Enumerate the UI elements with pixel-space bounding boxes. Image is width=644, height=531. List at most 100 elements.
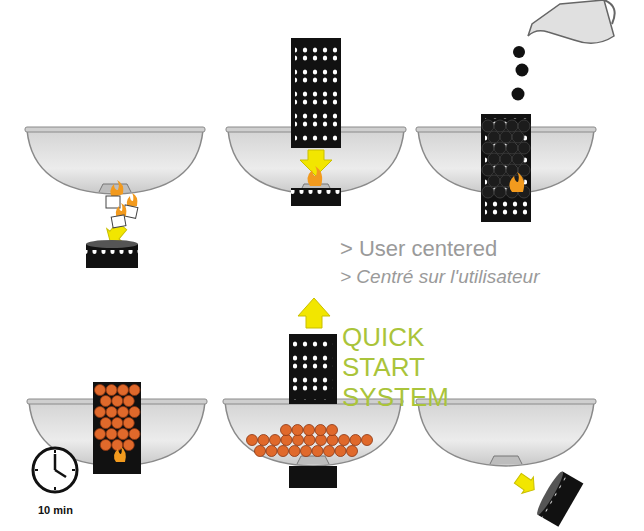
art-shape — [516, 64, 529, 77]
art-shape — [295, 46, 337, 142]
art-shape — [482, 142, 494, 154]
spread-briquettes — [247, 425, 373, 457]
art-shape — [112, 440, 123, 451]
art-shape — [111, 215, 126, 228]
art-shape — [72, 469, 75, 471]
art-shape — [312, 446, 323, 457]
art-shape — [513, 46, 525, 58]
art-shape — [118, 385, 129, 396]
removed-base — [534, 469, 583, 526]
art-shape — [114, 446, 126, 462]
art-shape — [509, 172, 524, 192]
art-shape — [100, 440, 111, 451]
art-shape — [289, 470, 337, 484]
art-shape — [512, 88, 525, 101]
panel-six — [512, 469, 583, 526]
art-shape — [270, 435, 281, 446]
art-shape — [100, 396, 111, 407]
art-shape — [278, 446, 289, 457]
lit-briquettes — [95, 385, 141, 451]
art-shape — [488, 153, 500, 165]
art-shape — [327, 425, 338, 436]
art-shape — [300, 150, 332, 176]
art-shape — [482, 120, 494, 132]
time-label: 10 min — [38, 504, 73, 516]
art-shape — [304, 435, 315, 446]
art-shape — [289, 446, 300, 457]
art-shape — [129, 385, 140, 396]
fire-cubes — [106, 180, 138, 228]
art-shape — [604, 0, 615, 24]
art-shape — [528, 0, 614, 43]
art-shape — [123, 418, 134, 429]
art-shape — [512, 131, 524, 143]
art-shape — [506, 120, 518, 132]
art-shape — [118, 429, 129, 440]
art-shape — [266, 446, 277, 457]
art-shape — [500, 153, 512, 165]
grill-bowls — [25, 127, 596, 466]
art-shape — [35, 469, 38, 471]
art-shape — [324, 446, 335, 457]
art-shape — [123, 396, 134, 407]
art-shape — [292, 425, 303, 436]
art-shape — [494, 164, 506, 176]
art-shape — [95, 407, 106, 418]
slogan-text-fr: > Centré sur l'utilisateur — [340, 266, 540, 288]
art-shape — [54, 450, 56, 453]
art-shape — [347, 446, 358, 457]
art-shape — [106, 407, 117, 418]
art-shape — [494, 142, 506, 154]
panel-one — [86, 180, 138, 268]
art-shape — [494, 120, 506, 132]
art-shape — [86, 240, 138, 248]
art-shape — [289, 334, 337, 404]
art-shape — [93, 382, 141, 474]
art-shape — [27, 130, 203, 194]
art-shape — [315, 425, 326, 436]
art-shape — [293, 340, 333, 400]
art-shape — [106, 429, 117, 440]
art-shape — [112, 396, 123, 407]
art-shape — [482, 164, 494, 176]
art-shape — [129, 407, 140, 418]
art-shape — [418, 130, 594, 194]
art-shape — [100, 418, 111, 429]
art-shape — [86, 250, 138, 264]
art-shape — [106, 196, 120, 208]
art-shape — [255, 446, 266, 457]
art-shape — [291, 190, 341, 204]
system-title: QUICK START SYSTEM — [342, 322, 512, 412]
art-shape — [488, 175, 500, 187]
art-shape — [362, 435, 373, 446]
starter-base — [86, 240, 138, 268]
art-shape — [298, 298, 330, 328]
art-shape — [482, 186, 494, 198]
art-shape — [488, 131, 500, 143]
art-shape — [307, 166, 322, 186]
art-shape — [291, 188, 341, 206]
art-shape — [481, 114, 531, 222]
art-shape — [335, 446, 346, 457]
art-shape — [281, 435, 292, 446]
art-shape — [258, 435, 269, 446]
art-shape — [112, 418, 123, 429]
art-shape — [494, 186, 506, 198]
slogan-text: > User centered — [340, 236, 497, 262]
art-shape — [293, 435, 304, 446]
art-shape — [118, 407, 129, 418]
art-shape — [506, 142, 518, 154]
art-shape — [339, 435, 350, 446]
art-shape — [106, 385, 117, 396]
panel-two — [291, 38, 341, 206]
art-shape — [534, 469, 566, 516]
art-shape — [54, 454, 57, 470]
art-shape — [490, 456, 522, 464]
art-shape — [110, 180, 123, 198]
art-shape — [316, 435, 327, 446]
art-shape — [289, 466, 337, 488]
art-shape — [247, 435, 258, 446]
art-shape — [129, 429, 140, 440]
art-shape — [512, 153, 524, 165]
